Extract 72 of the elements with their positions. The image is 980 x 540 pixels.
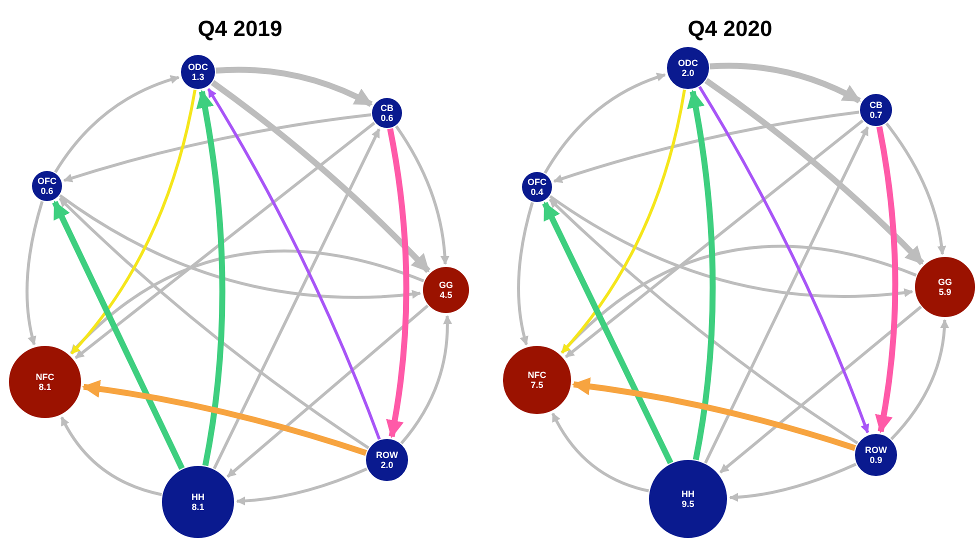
node-label: NFC bbox=[36, 372, 54, 382]
flow-arrow bbox=[236, 468, 368, 506]
flow-arrow bbox=[548, 198, 858, 444]
node-value: 8.1 bbox=[192, 502, 204, 512]
node-label: ROW bbox=[376, 450, 398, 460]
node-value: 1.3 bbox=[192, 72, 204, 82]
flow-arrow bbox=[549, 195, 914, 298]
flow-arrow bbox=[216, 66, 373, 107]
node-value: 9.5 bbox=[682, 499, 694, 509]
flow-arrow bbox=[58, 198, 370, 450]
node-label: GG bbox=[438, 280, 453, 290]
flow-arrow bbox=[710, 62, 861, 104]
flow-arrow bbox=[890, 319, 949, 440]
flow-arrow bbox=[386, 128, 410, 438]
node-value: 0.6 bbox=[380, 113, 394, 123]
node-value: 4.5 bbox=[440, 290, 452, 300]
flow-arrow bbox=[207, 88, 381, 440]
node-value: 2.0 bbox=[380, 460, 394, 470]
flow-arrow bbox=[564, 119, 864, 358]
node-value: 8.1 bbox=[38, 382, 52, 392]
flow-arrow bbox=[70, 89, 196, 354]
flow-arrow bbox=[210, 80, 430, 274]
node-label: NFC bbox=[528, 370, 546, 380]
flow-arrow bbox=[59, 194, 422, 299]
node-label: CB bbox=[380, 103, 394, 113]
flow-arrow bbox=[572, 378, 856, 451]
node-label: ODC bbox=[678, 58, 698, 68]
node-label: GG bbox=[938, 277, 952, 287]
flow-arrow bbox=[542, 202, 674, 464]
flow-arrow bbox=[226, 304, 429, 478]
flow-arrow bbox=[551, 412, 650, 492]
node-value: 0.9 bbox=[870, 455, 882, 465]
flow-arrow bbox=[560, 89, 686, 354]
flow-arrow bbox=[553, 110, 860, 184]
node-label: OFC bbox=[528, 177, 546, 187]
node-value: 0.6 bbox=[40, 186, 54, 196]
node-label: ROW bbox=[865, 445, 887, 455]
node-value: 0.7 bbox=[870, 110, 882, 120]
node-label: CB bbox=[870, 100, 882, 110]
flow-arrow bbox=[212, 128, 380, 470]
flow-arrow bbox=[686, 90, 716, 460]
node-label: OFC bbox=[38, 176, 56, 186]
flow-arrow bbox=[517, 202, 534, 346]
flow-arrow bbox=[394, 125, 450, 265]
flow-arrow bbox=[63, 113, 372, 182]
panel-title: Q4 2020 bbox=[688, 18, 772, 40]
flow-arrow bbox=[74, 122, 376, 360]
node-value: 2.0 bbox=[682, 68, 694, 78]
node-label: ODC bbox=[188, 62, 208, 72]
flow-arrow bbox=[400, 315, 452, 444]
flow-arrow bbox=[704, 78, 924, 266]
flow-arrow bbox=[60, 416, 162, 496]
flow-arrow bbox=[560, 244, 917, 354]
flow-arrow bbox=[729, 462, 857, 502]
flow-arrow bbox=[82, 380, 368, 456]
flow-arrow bbox=[544, 73, 666, 174]
flow-arrow bbox=[719, 306, 922, 474]
node-value: 5.9 bbox=[938, 287, 952, 297]
flow-arrow bbox=[885, 122, 946, 255]
node-value: 7.5 bbox=[530, 380, 544, 390]
node-label: HH bbox=[192, 492, 204, 502]
flow-arrow bbox=[54, 75, 180, 174]
flow-arrow bbox=[52, 200, 185, 470]
flow-arrow bbox=[26, 200, 44, 346]
flow-arrow bbox=[874, 126, 898, 434]
flow-arrow bbox=[704, 126, 870, 464]
flow-arrow bbox=[196, 90, 226, 466]
node-label: HH bbox=[682, 489, 694, 499]
flow-arrow bbox=[698, 86, 870, 434]
flow-arrow bbox=[70, 250, 424, 354]
panel-title: Q4 2019 bbox=[198, 18, 282, 40]
node-value: 0.4 bbox=[530, 187, 544, 197]
